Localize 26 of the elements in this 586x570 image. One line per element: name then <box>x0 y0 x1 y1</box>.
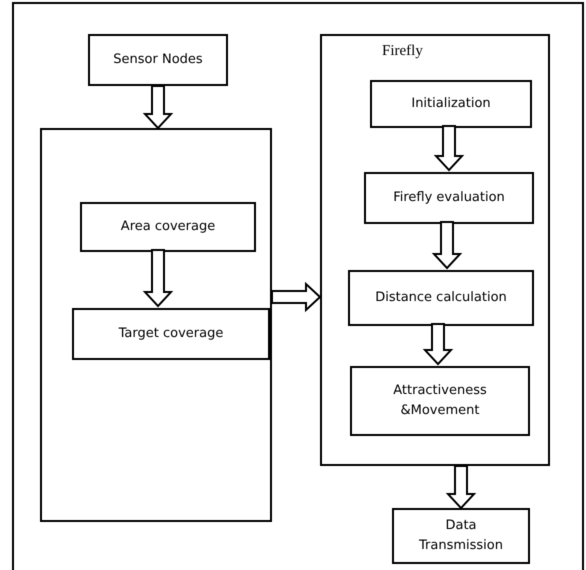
hollow-arrow <box>271 282 322 312</box>
hollow-arrow <box>434 125 464 172</box>
process-box <box>364 172 534 224</box>
box-label: Initialization <box>411 95 491 113</box>
hollow-arrow <box>422 323 454 366</box>
hollow-arrow <box>142 85 174 130</box>
group-heading: Firefly <box>382 42 423 61</box>
box-label: Sensor Nodes <box>113 51 203 69</box>
process-box <box>348 270 534 326</box>
process-box <box>88 34 228 86</box>
process-box <box>392 508 530 564</box>
process-box <box>72 308 270 360</box>
process-box <box>370 80 532 128</box>
box-label: Area coverage <box>120 218 216 236</box>
hollow-arrow <box>432 221 462 270</box>
process-box <box>350 366 530 436</box>
group-box <box>320 34 550 466</box>
box-label: Attractiveness &Movement <box>392 382 488 420</box>
box-label: Distance calculation <box>375 289 507 307</box>
group-box <box>40 128 272 522</box>
hollow-arrow <box>446 465 476 510</box>
box-label: Target coverage <box>118 325 224 343</box>
box-label: Data Transmission <box>418 517 504 555</box>
hollow-arrow <box>142 249 174 308</box>
box-label: Firefly evaluation <box>393 189 505 207</box>
process-box <box>80 202 256 252</box>
